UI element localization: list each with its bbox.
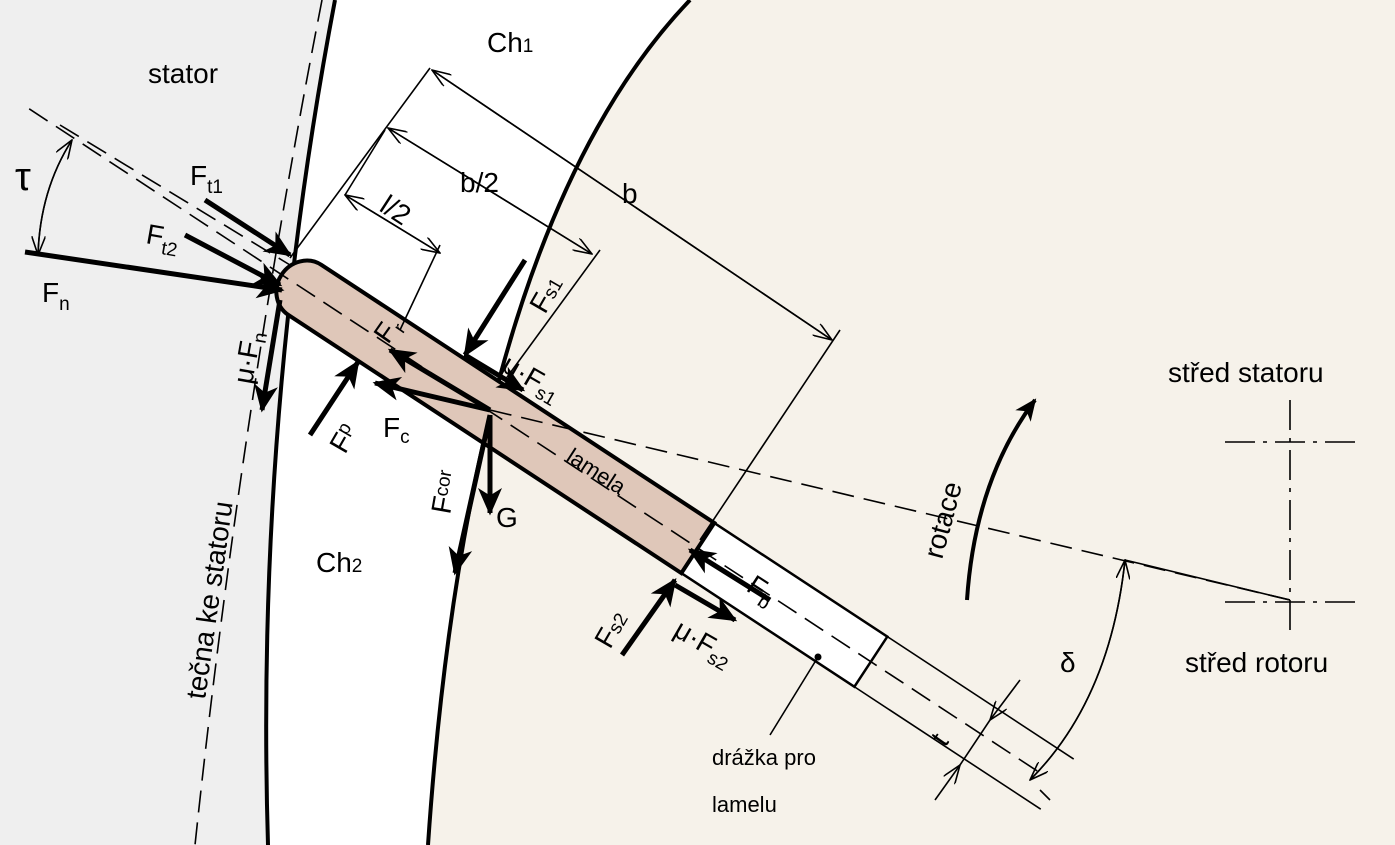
ch2-label: Ch2 (316, 547, 362, 578)
b-label: b (622, 178, 638, 209)
ft2-label: Ft2 (143, 218, 182, 261)
rotation-arrow (965, 398, 1037, 601)
tau-label: τ (15, 155, 31, 199)
fc-label: Fc (383, 412, 410, 448)
groove-label-2: lamelu (712, 792, 777, 817)
force-arrows (24, 197, 772, 657)
fn-label: Fn (42, 277, 70, 315)
stator-tangent-line (194, 0, 323, 845)
b2-label: b/2 (460, 167, 499, 198)
stator-center-label: střed statoru (1168, 357, 1324, 388)
rotor-contour (426, 0, 692, 845)
fp-label: Fp (323, 419, 364, 458)
mu-fn-label: μ·Fn (227, 328, 272, 387)
groove-leader (769, 656, 819, 736)
g-label: G (496, 502, 518, 533)
vane-axis (28, 108, 1041, 774)
stator-contour (264, 0, 337, 845)
fcor-label: Fcor (425, 467, 463, 516)
rotor-region (428, 0, 1395, 845)
dimension-lines (38, 67, 1125, 801)
groove-label-1: drážka pro (712, 745, 816, 770)
ft1-label: Ft1 (190, 160, 223, 198)
ch1-label: Ch1 (487, 27, 533, 58)
rotor-center-label: střed rotoru (1185, 647, 1328, 678)
stator-label: stator (148, 58, 218, 89)
delta-label: δ (1060, 647, 1076, 678)
